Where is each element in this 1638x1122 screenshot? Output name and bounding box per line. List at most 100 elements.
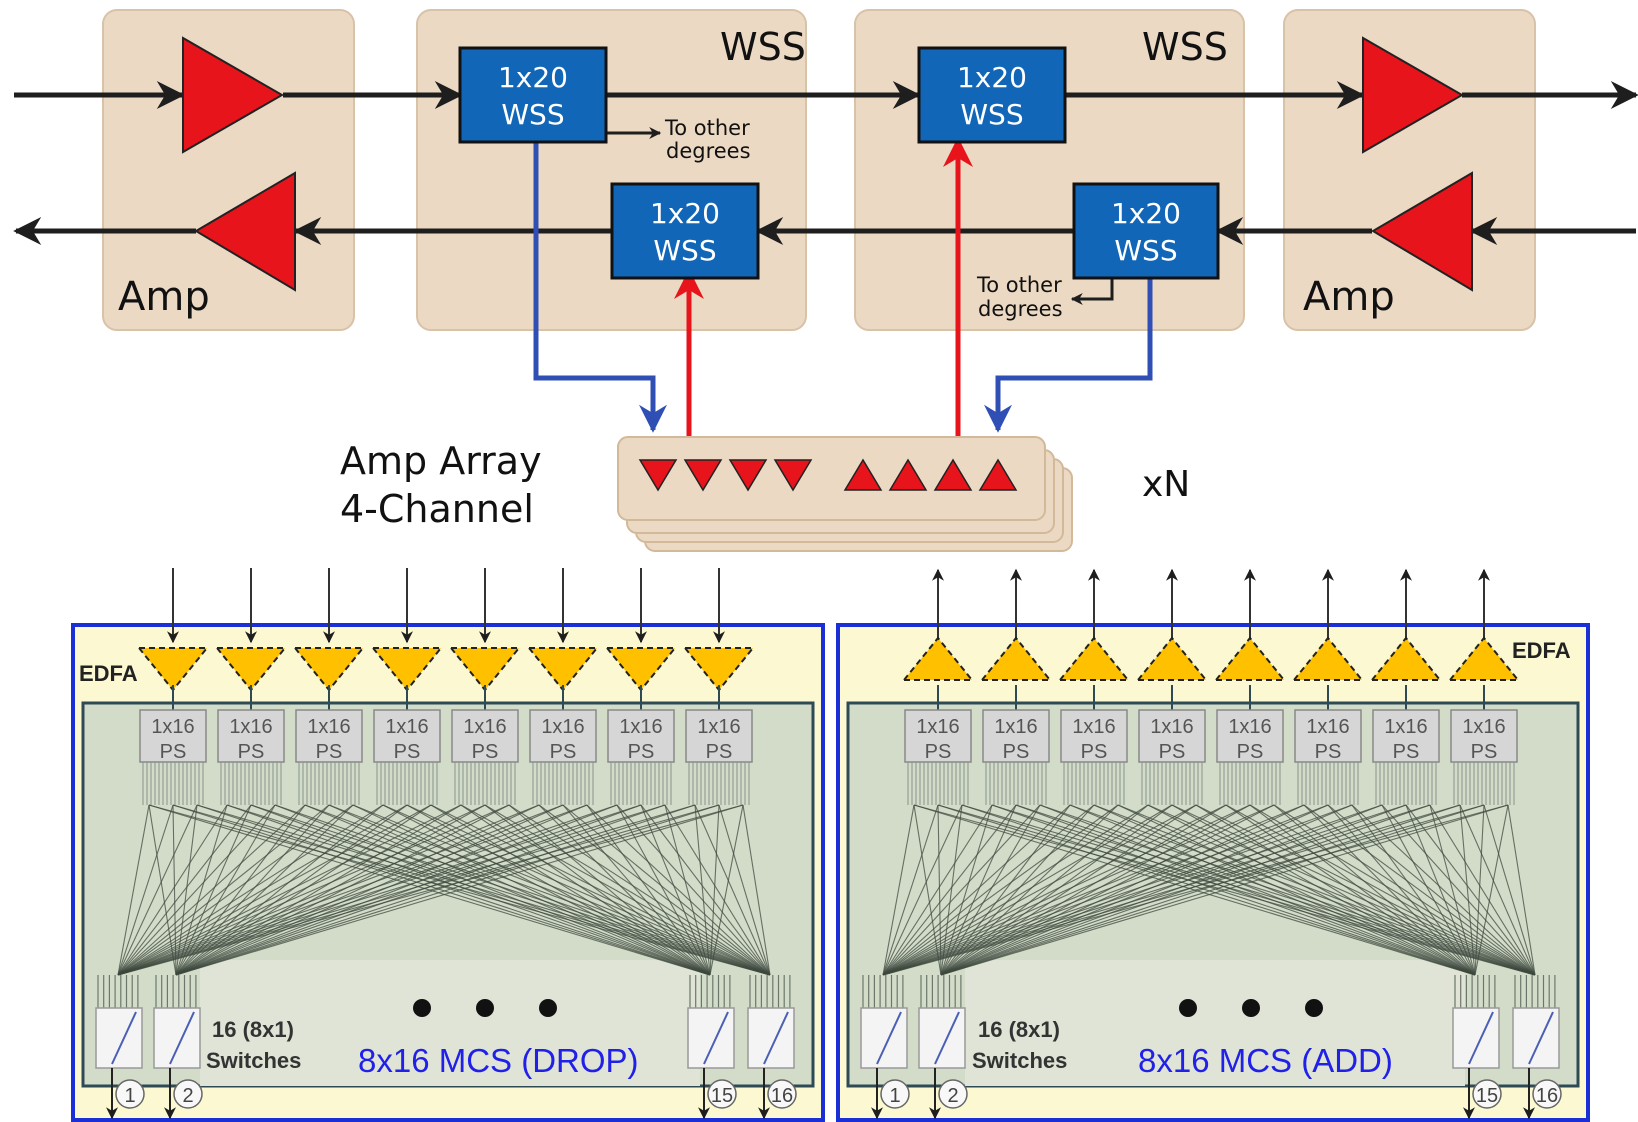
ps-label-line1: 1x16 [1228,716,1271,738]
wss-block-east-left: 1x20 WSS [458,46,608,144]
power-splitter-box [1216,709,1284,763]
port-number-badge [115,1079,145,1109]
crossconnect-fiber [304,804,711,976]
crossconnect-fiber [538,804,771,976]
crossconnect-fiber [940,804,1383,976]
crossconnect-fiber [148,804,177,976]
crossconnect-fiber [940,804,1119,976]
crossconnect-fiber [175,804,228,976]
crossconnect-fiber [882,804,1431,976]
drop-ellipsis-dot-1 [413,999,431,1017]
mcs-drop-module: 1x16PS1x16PS1x16PS1x16PS1x16PS1x16PS1x16… [71,568,825,1122]
switch-arm [763,1011,789,1065]
crossconnect-fiber [430,804,771,976]
edfa-amplifier-icon [1291,636,1365,681]
ps-label-line2: PS [1471,741,1498,763]
ps-label-line2: PS [394,741,421,763]
crossconnect-fiber [562,804,771,976]
crossconnect-fiber [304,804,771,976]
crossconnect-fiber [1483,804,1536,976]
crossconnect-fiber [172,804,177,976]
switch-arm [703,1011,729,1065]
edfa-amplifier-icon [901,636,975,681]
svg-text:1x20: 1x20 [1111,197,1181,230]
to-other-degrees-arrow-right [1070,276,1114,305]
crossconnect-fiber [175,804,198,976]
crossconnect-fiber [882,804,1119,976]
crossconnect-fiber [882,804,963,976]
crossconnect-fiber [1015,804,1476,976]
crossconnect-fiber [940,804,1407,976]
crossconnect-fiber [882,804,1017,976]
crossconnect-fiber [1093,804,1476,976]
crossconnect-fiber [460,804,771,976]
crossconnect-fiber [991,804,1536,976]
crossconnect-fiber [226,804,771,976]
crossconnect-fiber [250,804,771,976]
crossconnect-fiber [940,804,1017,976]
power-splitter-box [904,709,972,763]
crossconnect-fiber [117,804,174,976]
crossconnect-fiber [1225,804,1536,976]
crossconnect-fiber [175,804,696,976]
add-switches-label-2: Switches [972,1048,1067,1073]
crossconnect-fiber [882,804,915,976]
switch-8x1-box [153,1007,201,1069]
svg-text:WSS: WSS [501,98,564,131]
crossconnect-fiber [1273,804,1476,976]
crossconnect-fiber [406,804,711,976]
crossconnect-fiber [117,804,588,976]
add-ellipsis-dot-3 [1305,999,1323,1017]
power-splitter-box [295,709,363,763]
switch-8x1-box [1452,1007,1500,1069]
switch-arm [169,1011,195,1065]
crossconnect-fiber [1381,804,1536,976]
crossconnect-fiber [586,804,771,976]
crossconnect-fiber [940,804,1095,976]
ps-label-line2: PS [1393,741,1420,763]
crossconnect-fiber [694,804,771,976]
ps-label-line2: PS [238,741,265,763]
wss-block-west-left: 1x20 WSS [610,182,760,280]
edfa-amplifier-icon [1447,636,1521,681]
crossconnect-fiber [196,804,711,976]
crossconnect-fiber [328,804,771,976]
power-splitter-box [451,709,519,763]
edfa-amplifier-icon [1369,636,1443,681]
crossconnect-fiber [175,804,330,976]
power-splitter-box [1372,709,1440,763]
crossconnect-fiber [940,804,1329,976]
crossconnect-fiber [940,804,1251,976]
ps-label-line2: PS [628,741,655,763]
drop-path-right [984,274,1153,433]
ps-label-line2: PS [316,741,343,763]
ps-label-line1: 1x16 [1384,716,1427,738]
ps-label-line1: 1x16 [1306,716,1349,738]
port-number-label: 15 [1476,1085,1498,1107]
crossconnect-fiber [175,804,354,976]
edfa-amplifier-icon [214,647,288,692]
amp-array-add-triangle-icon [843,458,883,491]
crossconnect-fiber [175,804,432,976]
crossconnect-fiber [117,804,276,976]
ps-label-line1: 1x16 [541,716,584,738]
crossconnect-fiber [940,804,1461,976]
crossconnect-fiber [664,804,771,976]
multiplier-label: xN [1142,464,1190,505]
power-splitter-box [373,709,441,763]
ps-label-line2: PS [1237,741,1264,763]
amplifier-west-left-icon [194,171,296,292]
crossconnect-fiber [1171,804,1476,976]
svg-text:WSS: WSS [960,98,1023,131]
edfa-amplifier-icon [136,647,210,692]
amp-array-add-triangle-icon [933,458,973,491]
crossconnect-fiber [172,804,711,976]
amplifier-east-right-icon [1362,36,1465,154]
crossconnect-fiber [1093,804,1536,976]
power-splitter-box [1450,709,1518,763]
port-number-badge [1532,1079,1562,1109]
crossconnect-fiber [940,804,1485,976]
crossconnect-fiber [562,804,711,976]
crossconnect-fiber [148,804,771,976]
drop-switches-label-1: 16 (8x1) [212,1017,294,1042]
